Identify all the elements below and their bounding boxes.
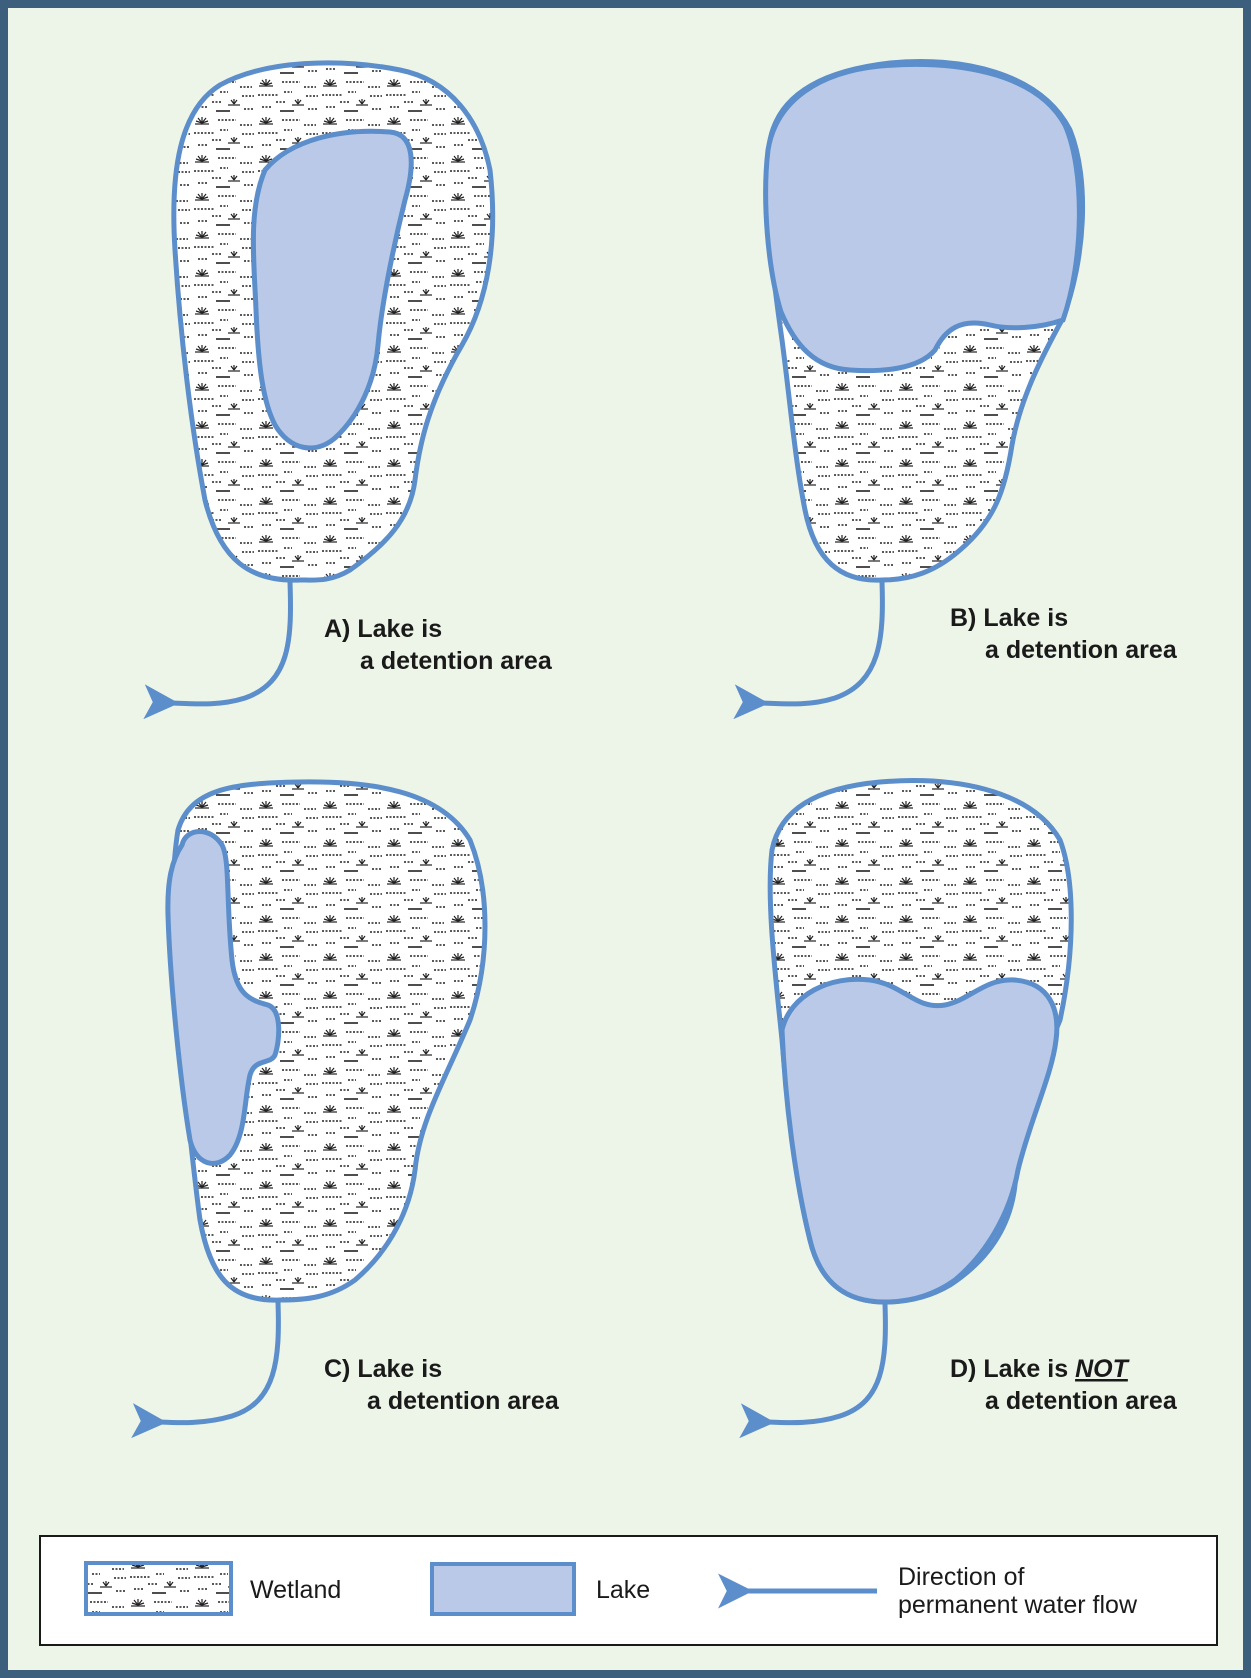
legend-lake-swatch [432,1564,574,1614]
legend-lake-label: Lake [596,1576,650,1604]
legend-wetland-swatch [86,1563,231,1614]
panel-d-label-line2: a detention area [985,1387,1178,1415]
panel-c-label: C) Lake is [324,1355,442,1383]
legend-flow-label-line1: Direction of [898,1563,1024,1591]
panel-a-label-line2: a detention area [360,647,553,675]
legend: Wetland Lake Direction of permanent wate… [40,1536,1217,1645]
panel-d-label: D) Lake is NOT [950,1355,1131,1383]
panel-d-label-prefix: D) Lake is [950,1355,1075,1383]
panel-b-lake [766,64,1080,370]
legend-wetland-label: Wetland [250,1576,341,1604]
panel-b-label: B) Lake is [950,604,1068,632]
legend-flow-label-line2: permanent water flow [898,1591,1138,1619]
panel-c-label-line2: a detention area [367,1387,560,1415]
panel-b-label-line2: a detention area [985,636,1178,664]
panel-a-label: A) Lake is [324,615,442,643]
panel-d-label-not: NOT [1075,1355,1131,1383]
